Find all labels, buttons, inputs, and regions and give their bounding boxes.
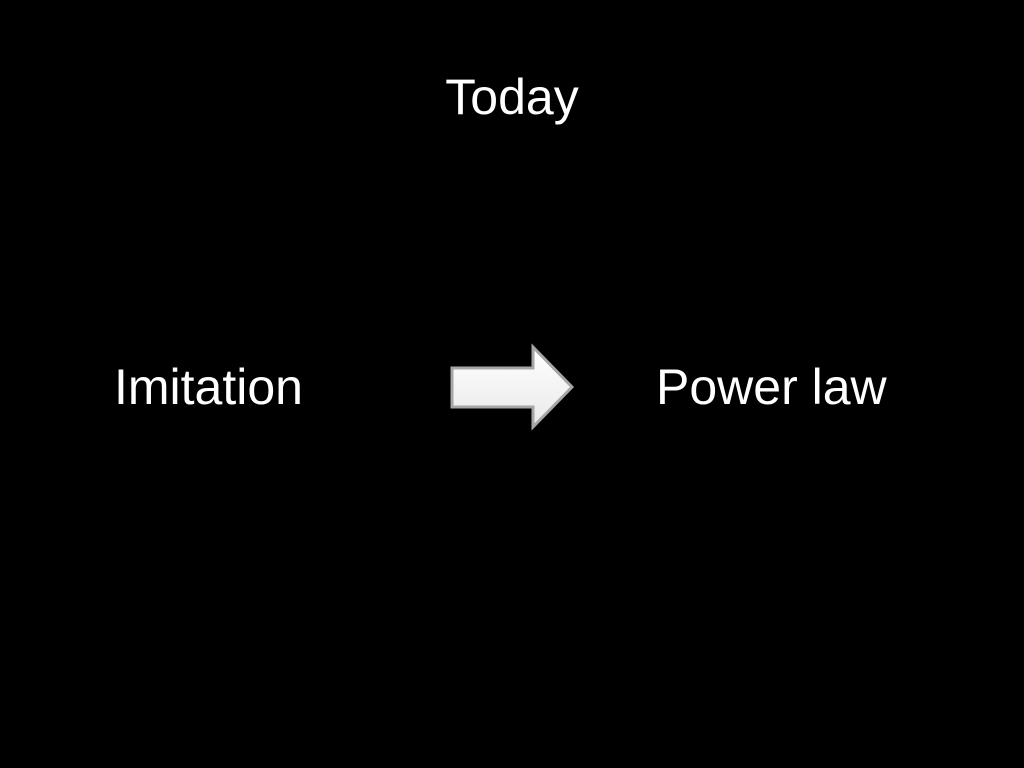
right-arrow-icon xyxy=(450,343,575,431)
arrow-shape xyxy=(450,343,575,431)
left-term-imitation: Imitation xyxy=(114,359,303,415)
slide-title: Today xyxy=(445,69,579,125)
right-term-power-law: Power law xyxy=(656,359,887,415)
